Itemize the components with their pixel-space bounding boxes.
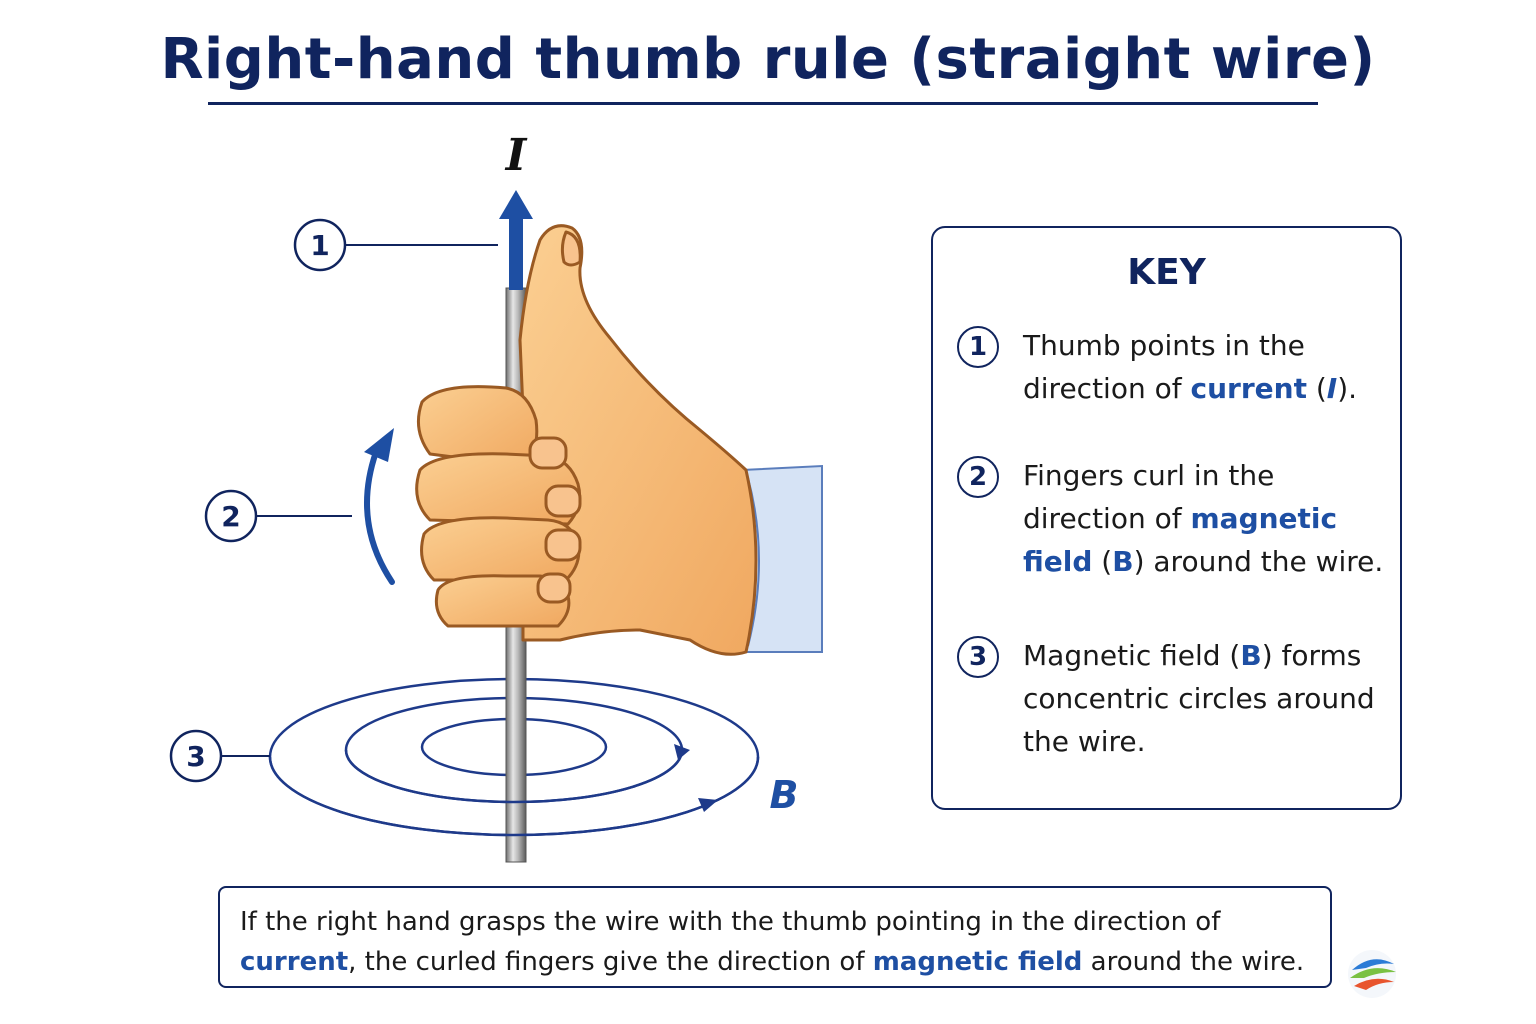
key-text: Magnetic field (B) forms concentric circ… (1023, 639, 1375, 758)
current-label: I (504, 130, 528, 181)
key-text: Fingers curl in the direction of magneti… (1023, 459, 1384, 578)
finger-1 (416, 385, 539, 468)
nail-3 (544, 528, 582, 562)
nail-4 (536, 572, 572, 604)
current-arrow (499, 190, 533, 290)
right-hand (415, 224, 758, 656)
callout-3: 3 (169, 729, 270, 783)
rule-statement: If the right hand grasps the wire with t… (218, 886, 1332, 988)
key-number: 2 (957, 456, 999, 498)
svg-text:2: 2 (221, 500, 240, 533)
key-number: 3 (957, 636, 999, 678)
field-label: B (770, 773, 799, 817)
key-number: 1 (957, 326, 999, 368)
key-panel: KEY 1 Thumb points in the direction of c… (931, 226, 1402, 810)
thumb-nail (560, 230, 582, 267)
field-arrow-middle (674, 744, 690, 760)
key-text: Thumb points in the direction of current… (1023, 329, 1358, 405)
callout-2: 2 (204, 489, 352, 543)
svg-text:3: 3 (186, 740, 205, 773)
callout-1: 1 (293, 218, 498, 272)
title-underline (208, 102, 1318, 105)
thumb-rule-figure: I B 1 2 (169, 130, 823, 863)
logo-icon (1348, 950, 1396, 998)
field-arrow-outer (698, 798, 718, 812)
curl-arrow (364, 428, 395, 585)
finger-2 (415, 452, 582, 526)
nail-1 (528, 436, 568, 470)
page-title: Right-hand thumb rule (straight wire) (160, 27, 1376, 92)
key-title: KEY (1127, 252, 1206, 293)
svg-text:1: 1 (310, 229, 329, 262)
nail-2 (544, 484, 582, 518)
